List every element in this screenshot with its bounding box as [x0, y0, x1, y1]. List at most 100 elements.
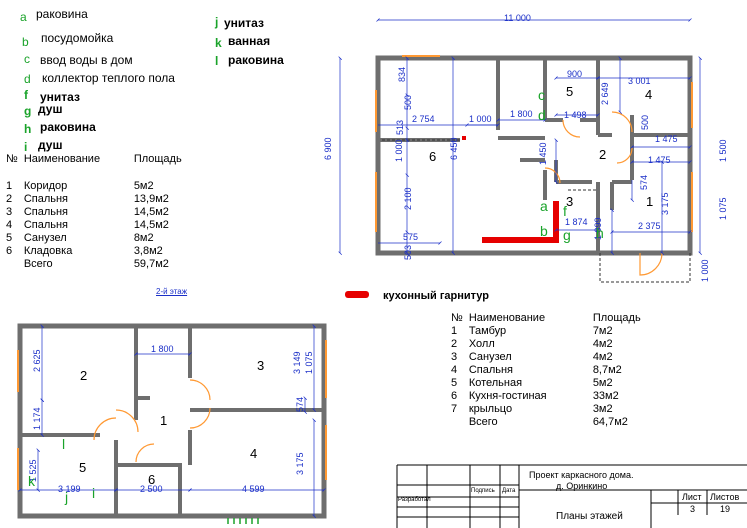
fixture-tag: a — [540, 198, 548, 214]
room-number: 6 — [148, 472, 155, 487]
room-number: 2 — [80, 368, 87, 383]
legend-key: b — [22, 35, 29, 49]
legend-label: душ — [38, 138, 63, 152]
dim-label: 2 500 — [140, 484, 163, 494]
fixture-tag: i — [92, 485, 95, 501]
legend-key: j — [215, 15, 219, 29]
dim-label: 1 000 — [394, 139, 404, 162]
plan-floor1: 11 000 6 900 834 500 513 1 000 2 100 503… — [323, 13, 728, 283]
dim-label: 6 900 — [323, 137, 333, 160]
table-cell: 4м2 — [592, 338, 613, 350]
dim-label: 2 649 — [600, 82, 610, 105]
dim-label: 834 — [397, 67, 407, 82]
plan2-exterior-walls — [17, 323, 327, 519]
table-cell: Тамбур — [468, 325, 507, 337]
table-cell: 5м2 — [592, 377, 613, 389]
table-cell: 4 — [6, 219, 13, 231]
dim-label: 513 — [395, 120, 405, 135]
table-header: № — [451, 312, 463, 324]
fixture-tag: j — [64, 489, 68, 505]
table-cell: Санузел — [23, 232, 67, 244]
dim-label: 1 525 — [28, 459, 38, 482]
legend-key: c — [24, 52, 30, 66]
dim-label: 3 175 — [660, 192, 670, 215]
table-header: Наименование — [468, 312, 546, 324]
dim-label: 1 450 — [538, 142, 548, 165]
dim-label: 1 800 — [510, 109, 533, 119]
table-cell: 3 — [6, 206, 13, 218]
room-number: 3 — [257, 358, 264, 373]
dim-label: 2 100 — [403, 187, 413, 210]
dim-label: 2 375 — [638, 221, 661, 231]
project-location: д. Оринкино — [556, 481, 608, 491]
fixture-tag: d — [538, 107, 546, 123]
dim-label: 6 450 — [449, 137, 459, 160]
project-title: Проект каркасного дома. — [529, 470, 634, 480]
plan1-doors — [544, 111, 663, 276]
plan2-interior-walls — [20, 326, 324, 516]
legend-label: коллектор теплого пола — [42, 71, 175, 85]
sheet-label: Лист — [682, 492, 702, 502]
dim-label: 1 075 — [718, 197, 728, 220]
legend-key: f — [24, 88, 28, 102]
dim-label: 1 800 — [151, 344, 174, 354]
legend-label: раковина — [40, 120, 96, 134]
dim-label: 4 599 — [242, 484, 265, 494]
dim-label: 3 199 — [58, 484, 81, 494]
legend-label: душ — [38, 102, 63, 116]
kitchen-counter — [482, 201, 559, 243]
table-cell: Спальня — [23, 193, 69, 205]
dim-label: 1 475 — [655, 134, 678, 144]
dim-label: 1 000 — [700, 259, 710, 282]
table-header: Площадь — [133, 153, 182, 165]
room-number: 5 — [79, 460, 86, 475]
fixture-tag: k — [28, 473, 36, 489]
signature-label: Подпись — [471, 488, 495, 494]
dim-label: 2 754 — [412, 114, 435, 124]
plan2-ground-marks — [227, 518, 259, 524]
table-cell: 3,8м2 — [133, 245, 163, 257]
dim-label: 1 099 — [593, 217, 603, 240]
table-cell: крыльцо — [468, 403, 513, 415]
table-cell: 4м2 — [592, 351, 613, 363]
title-block-frame — [396, 464, 747, 528]
legend-key: l — [215, 54, 219, 68]
table-cell: 3 — [451, 351, 458, 363]
dim-label: 500 — [640, 115, 650, 130]
developed-label: Разработал — [398, 497, 431, 503]
table-cell: Спальня — [23, 219, 69, 231]
table-row: 4 Спальня 14,5м2 — [6, 219, 188, 232]
table-cell: Коридор — [23, 180, 68, 192]
plan-floor2: 2 625 1 800 3 149 1 075 1 174 574 3 175 … — [17, 323, 327, 524]
table-cell: 13,9м2 — [133, 193, 169, 205]
table-cell: 2 — [451, 338, 458, 350]
table-cell: 2 — [6, 193, 13, 205]
plan1-dashed-lines — [382, 139, 691, 283]
legend-label: унитаз — [224, 16, 264, 30]
room-number: 2 — [599, 147, 606, 162]
floor2-caption: 2-й этаж — [156, 287, 188, 296]
dim-label: 1 174 — [32, 407, 42, 430]
fixture-tag: c — [538, 87, 545, 103]
legend-key: h — [24, 122, 32, 136]
table-cell: 8,7м2 — [592, 364, 622, 376]
table-row: 2 Холл 4м2 — [451, 338, 647, 351]
fixture-tag: h — [596, 225, 604, 241]
dim-label: 1 500 — [718, 139, 728, 162]
legend-key: a — [20, 10, 27, 24]
sheet-number: 3 — [690, 504, 696, 514]
plan1-dim-lines — [340, 20, 700, 253]
room-number: 1 — [646, 194, 653, 209]
table-cell: Холл — [468, 338, 495, 350]
table-header-row: № Наименование Площадь — [451, 312, 647, 325]
fixture-tag: f — [563, 203, 567, 219]
table-cell: Спальня — [468, 364, 514, 376]
table-cell: 14,5м2 — [133, 219, 169, 231]
plan2-dim-lines — [20, 326, 324, 516]
table-cell: 5м2 — [133, 180, 154, 192]
